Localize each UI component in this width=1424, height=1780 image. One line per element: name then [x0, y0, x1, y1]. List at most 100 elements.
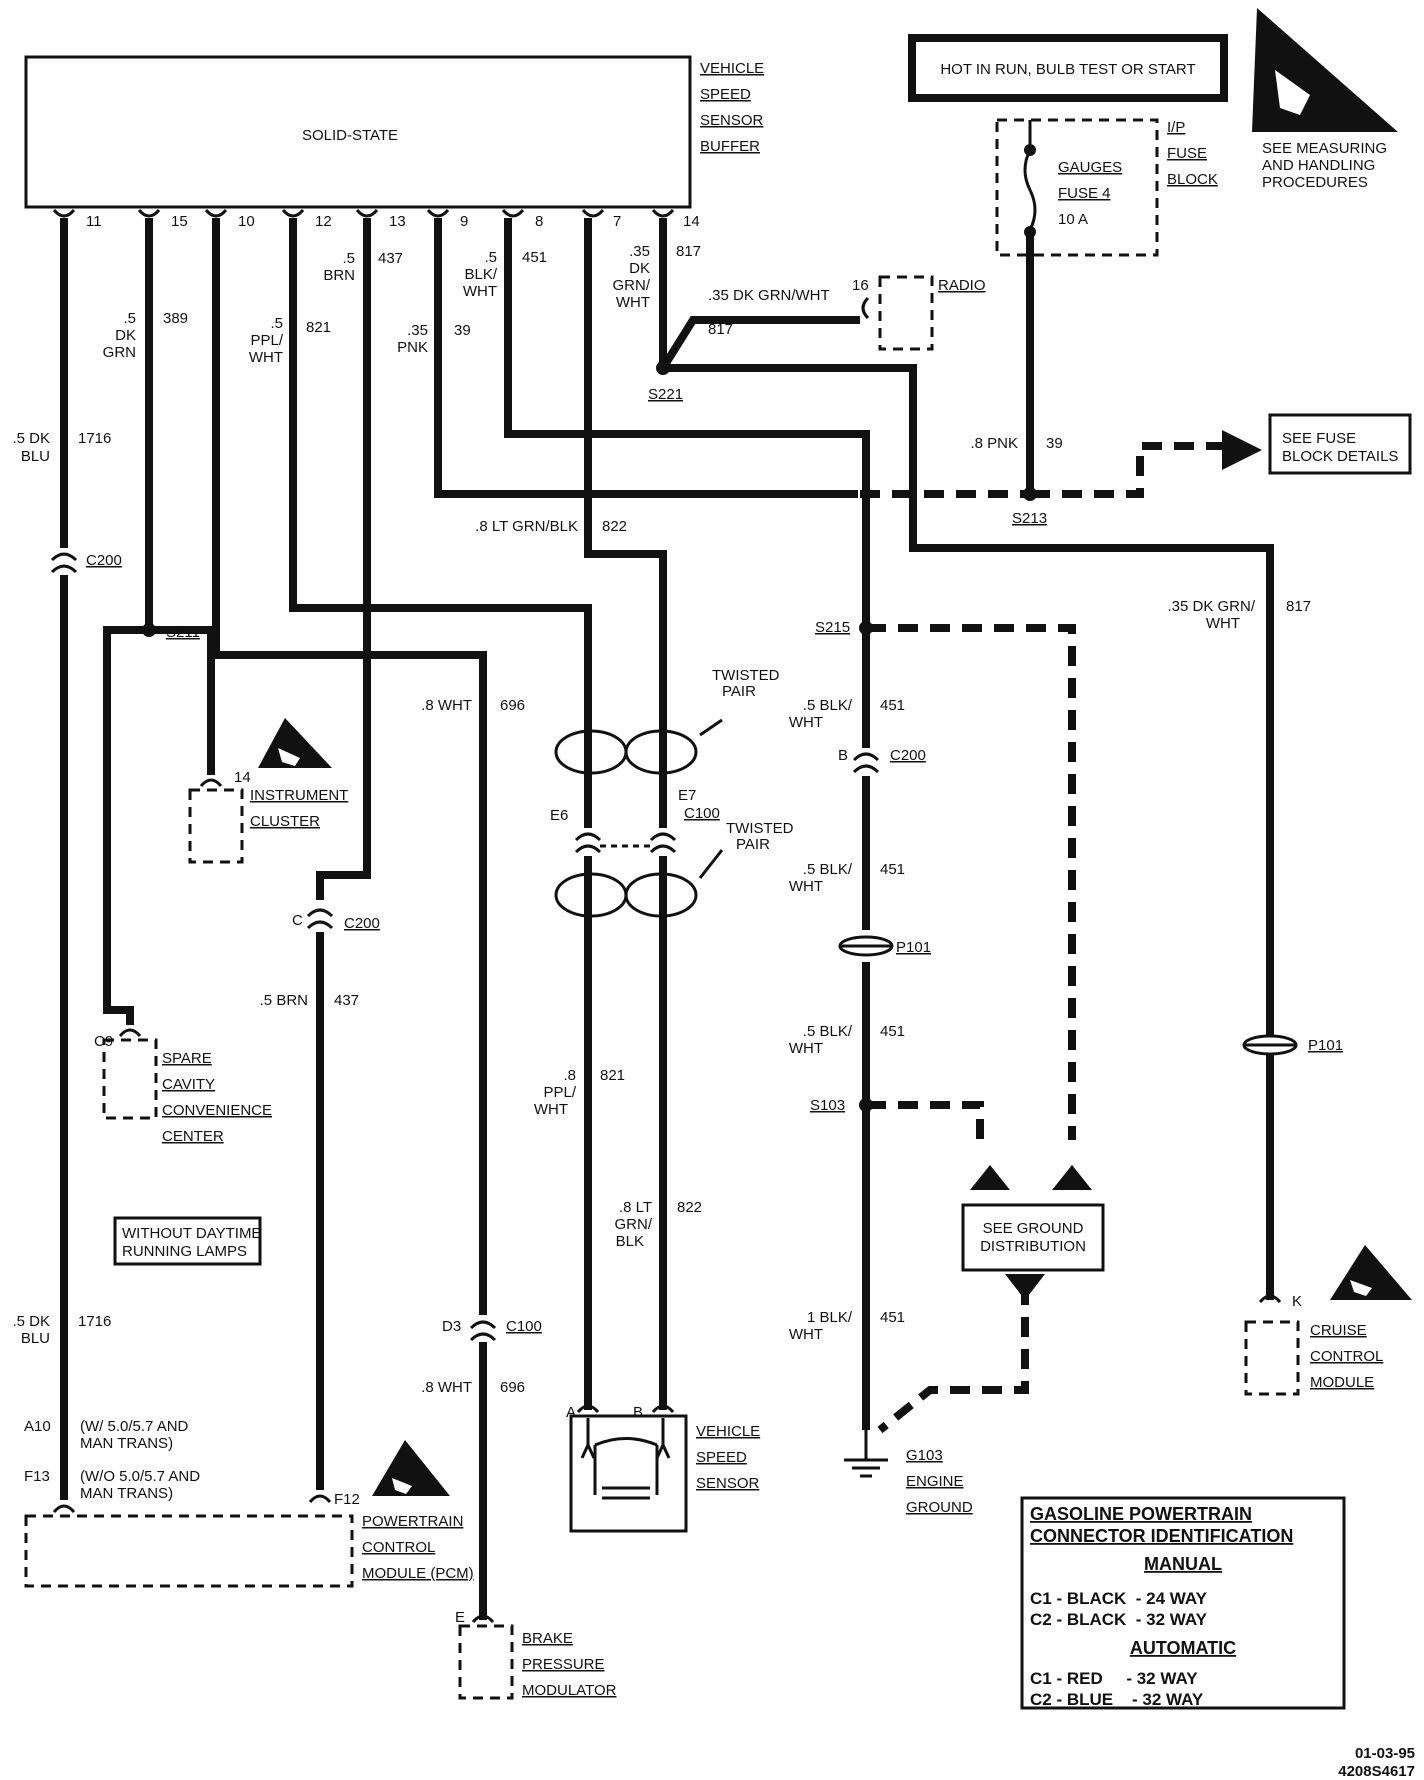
- svg-text:K: K: [1292, 1293, 1302, 1310]
- svg-text:1 BLK/: 1 BLK/: [807, 1309, 853, 1326]
- svg-text:.5 DK: .5 DK: [12, 430, 50, 447]
- hot-box: [908, 34, 1228, 102]
- svg-text:CONNECTOR IDENTIFICATION: CONNECTOR IDENTIFICATION: [1030, 1526, 1293, 1546]
- svg-text:G103: G103: [906, 1447, 943, 1464]
- cruise-esd-icon: [1330, 1245, 1412, 1300]
- svg-text:451: 451: [880, 1309, 905, 1326]
- brake-label: BRAKE PRESSURE MODULATOR: [522, 1630, 617, 1699]
- svg-text:POWERTRAIN: POWERTRAIN: [362, 1513, 463, 1530]
- svg-text:PPL/: PPL/: [543, 1084, 576, 1101]
- svg-text:451: 451: [880, 697, 905, 714]
- svg-text:451: 451: [880, 861, 905, 878]
- twisted-pair-b: TWISTED: [726, 820, 794, 837]
- without-drl-box: [113, 1216, 262, 1266]
- svg-text:1716: 1716: [78, 1313, 111, 1330]
- conn-c100: C100: [684, 805, 720, 822]
- svg-text:.8: .8: [563, 1067, 576, 1084]
- svg-text:A: A: [566, 1404, 576, 1421]
- svg-text:GRN/: GRN/: [615, 1216, 653, 1233]
- svg-text:GAUGES: GAUGES: [1058, 159, 1122, 176]
- svg-text:PNK: PNK: [397, 339, 428, 356]
- svg-text:696: 696: [500, 697, 525, 714]
- svg-text:MAN TRANS): MAN TRANS): [80, 1435, 173, 1452]
- svg-text:I/P: I/P: [1167, 119, 1185, 136]
- svg-text:.5: .5: [342, 250, 355, 267]
- svg-text:.35: .35: [407, 322, 428, 339]
- svg-text:GRN/: GRN/: [613, 277, 651, 294]
- svg-text:.35: .35: [629, 243, 650, 260]
- svg-text:.5: .5: [123, 310, 136, 327]
- svg-text:MANUAL: MANUAL: [1144, 1554, 1222, 1574]
- svg-text:10 A: 10 A: [1058, 211, 1088, 228]
- svg-text:.35 DK GRN/WHT: .35 DK GRN/WHT: [708, 287, 830, 304]
- fuse-details-box: [1268, 413, 1412, 475]
- svg-text:D3: D3: [442, 1318, 461, 1335]
- svg-text:.8 LT GRN/BLK: .8 LT GRN/BLK: [475, 518, 578, 535]
- svg-text:BLOCK DETAILS: BLOCK DETAILS: [1282, 448, 1398, 465]
- splice-s211: S211: [166, 624, 200, 641]
- svg-text:10: 10: [238, 213, 255, 230]
- esd-note: SEE MEASURING AND HANDLING PROCEDURES: [1262, 140, 1387, 191]
- pcm-esd-icon: [372, 1440, 450, 1496]
- twisted-pair-rings: [554, 718, 724, 918]
- svg-text:SPEED: SPEED: [696, 1449, 747, 1466]
- svg-text:14: 14: [683, 213, 700, 230]
- svg-text:WHT: WHT: [789, 1040, 823, 1057]
- conn-c200c: C200: [890, 747, 926, 764]
- pcm-box: [24, 1514, 354, 1588]
- svg-text:WHT: WHT: [463, 283, 497, 300]
- svg-text:1716: 1716: [78, 430, 111, 447]
- svg-text:(W/ 5.0/5.7 AND: (W/ 5.0/5.7 AND: [80, 1418, 189, 1435]
- buffer-pins: 11 15 10 12 13 9 8 7 14: [86, 213, 700, 230]
- cluster-esd-icon: [258, 718, 332, 768]
- svg-text:451: 451: [880, 1023, 905, 1040]
- svg-text:CONTROL: CONTROL: [362, 1539, 435, 1556]
- svg-text:FUSE 4: FUSE 4: [1058, 185, 1111, 202]
- svg-text:MAN TRANS): MAN TRANS): [80, 1485, 173, 1502]
- svg-text:PROCEDURES: PROCEDURES: [1262, 174, 1368, 191]
- legend: GASOLINE POWERTRAIN CONNECTOR IDENTIFICA…: [1030, 1504, 1293, 1709]
- svg-text:.5 BRN: .5 BRN: [260, 992, 308, 1009]
- svg-text:PAIR: PAIR: [736, 836, 770, 853]
- wire-labels: .5 DK BLU 1716 .5 DK GRN 389 .5 PPL/ WHT…: [12, 243, 1311, 1396]
- twisted-pair-a: TWISTED: [712, 667, 780, 684]
- svg-text:.5: .5: [484, 249, 497, 266]
- svg-text:389: 389: [163, 310, 188, 327]
- radio-box: [878, 275, 934, 351]
- svg-text:.35 DK GRN/: .35 DK GRN/: [1167, 598, 1255, 615]
- svg-text:WHT: WHT: [789, 714, 823, 731]
- svg-text:E7: E7: [678, 787, 696, 804]
- inline-connectors: [50, 552, 880, 1342]
- fuse-details: SEE FUSE: [1282, 430, 1356, 447]
- cruise-box: [1244, 1320, 1300, 1396]
- svg-text:CONTROL: CONTROL: [1310, 1348, 1383, 1365]
- svg-text:PPL/: PPL/: [250, 332, 283, 349]
- ground-dist: SEE GROUND: [983, 1220, 1084, 1237]
- svg-text:.5 BLK/: .5 BLK/: [803, 1023, 853, 1040]
- svg-text:C9: C9: [94, 1033, 113, 1050]
- svg-text:451: 451: [522, 249, 547, 266]
- svg-text:CAVITY: CAVITY: [162, 1076, 215, 1093]
- svg-text:B: B: [633, 1404, 643, 1421]
- svg-text:14: 14: [234, 769, 251, 786]
- svg-text:C2 - BLACK - 32 WAY: C2 - BLACK - 32 WAY: [1030, 1610, 1208, 1629]
- brake-box: [458, 1624, 514, 1700]
- f13-note: (W/O 5.0/5.7 AND MAN TRANS): [80, 1468, 200, 1502]
- svg-text:817: 817: [676, 243, 701, 260]
- buffer-pin-arcs: [52, 208, 675, 218]
- svg-text:821: 821: [600, 1067, 625, 1084]
- conn-c100b: C100: [506, 1318, 542, 1335]
- cluster-label: INSTRUMENT: [250, 787, 348, 804]
- g103-label: G103 ENGINE GROUND: [906, 1447, 973, 1516]
- svg-text:CENTER: CENTER: [162, 1128, 224, 1145]
- svg-text:C: C: [292, 912, 303, 929]
- svg-text:E6: E6: [550, 807, 568, 824]
- svg-text:.5 BLK/: .5 BLK/: [803, 861, 853, 878]
- svg-text:817: 817: [1286, 598, 1311, 615]
- conn-c200a: C200: [86, 552, 122, 569]
- svg-text:15: 15: [171, 213, 188, 230]
- svg-text:.5 BLK/: .5 BLK/: [803, 697, 853, 714]
- svg-text:.8 WHT: .8 WHT: [421, 1379, 472, 1396]
- svg-text:BLK: BLK: [616, 1233, 644, 1250]
